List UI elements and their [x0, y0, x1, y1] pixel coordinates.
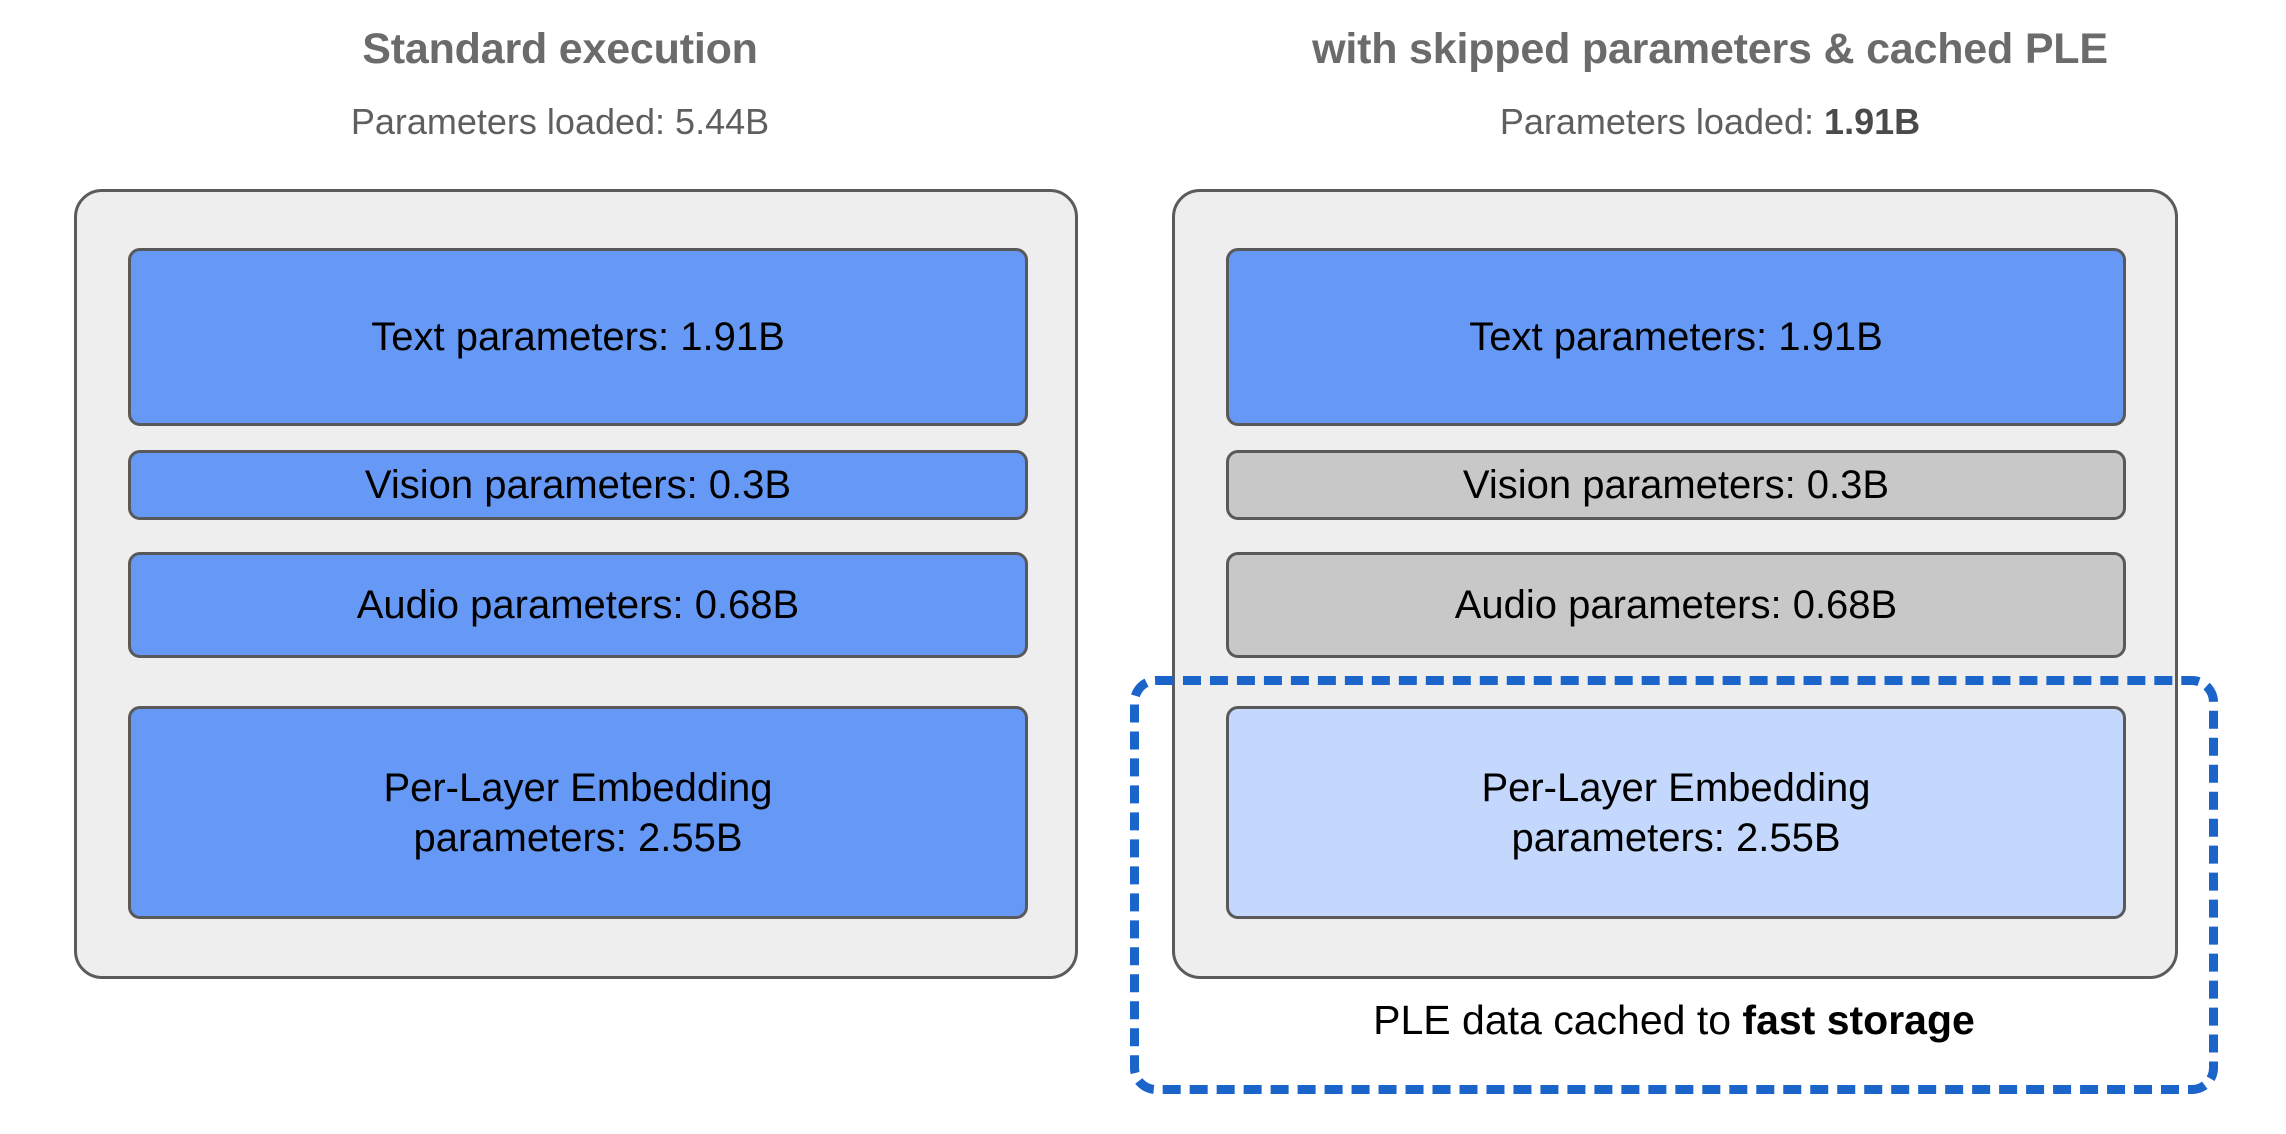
box-optimized-ple-parameters: Per-Layer Embedding parameters: 2.55B — [1226, 706, 2126, 919]
box-standard-ple-parameters: Per-Layer Embedding parameters: 2.55B — [128, 706, 1028, 919]
column-subtitle-standard: Parameters loaded: 5.44B — [0, 104, 1120, 140]
subtitle-prefix-optimized: Parameters loaded: — [1499, 101, 1825, 142]
column-title-standard: Standard execution — [362, 25, 758, 73]
box-standard-audio-parameters: Audio parameters: 0.68B — [128, 552, 1028, 658]
column-title-optimized: with skipped parameters & cached PLE — [1312, 25, 2108, 73]
ple-line2-optimized: parameters: 2.55B — [1511, 815, 1841, 860]
subtitle-prefix-standard: Parameters loaded: — [350, 101, 676, 142]
box-optimized-text-parameters: Text parameters: 1.91B — [1226, 248, 2126, 426]
ple-label-standard: Per-Layer Embedding parameters: 2.55B — [383, 763, 772, 863]
ple-line2-standard: parameters: 2.55B — [413, 815, 743, 860]
cache-caption-emphasis: fast storage — [1742, 997, 1975, 1043]
ple-line1-optimized: Per-Layer Embedding — [1481, 765, 1871, 810]
ple-line1-standard: Per-Layer Embedding — [383, 765, 773, 810]
box-optimized-audio-parameters: Audio parameters: 0.68B — [1226, 552, 2126, 658]
subtitle-value-standard: 5.44B — [675, 101, 770, 142]
column-subtitle-optimized: Parameters loaded: 1.91B — [1150, 104, 2270, 140]
box-standard-text-parameters: Text parameters: 1.91B — [128, 248, 1028, 426]
box-optimized-vision-parameters: Vision parameters: 0.3B — [1226, 450, 2126, 520]
ple-label-optimized: Per-Layer Embedding parameters: 2.55B — [1481, 763, 1870, 863]
cache-caption-prefix: PLE data cached to — [1373, 997, 1743, 1043]
cache-caption: PLE data cached to fast storage — [1130, 1000, 2218, 1041]
subtitle-value-optimized: 1.91B — [1824, 101, 1921, 142]
box-standard-vision-parameters: Vision parameters: 0.3B — [128, 450, 1028, 520]
